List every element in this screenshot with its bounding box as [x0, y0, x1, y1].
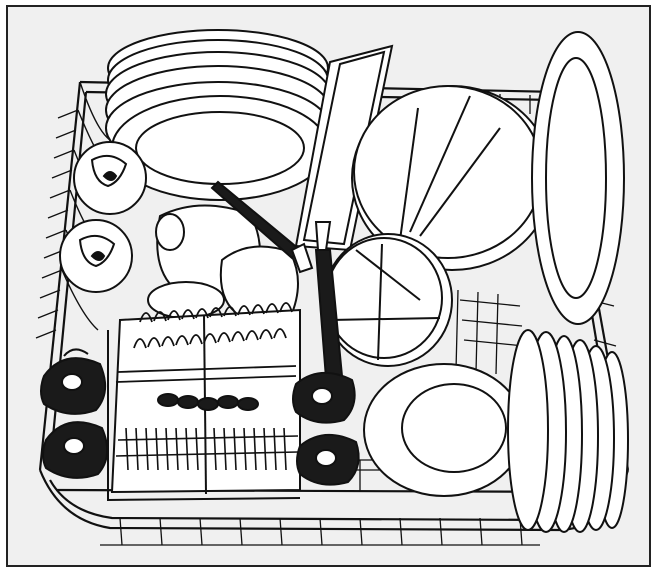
dark-cups-left — [40, 348, 109, 479]
cutlery-loops-top — [115, 302, 297, 383]
large-plate-right — [531, 31, 625, 325]
medium-bowl — [323, 233, 453, 367]
glass-2 — [219, 245, 299, 320]
cup-left-2 — [59, 219, 133, 293]
cutlery-handles-dark — [157, 393, 259, 411]
small-plates-right — [507, 329, 629, 533]
cup-front — [363, 363, 525, 497]
cup-left-1 — [73, 141, 147, 215]
knife — [210, 180, 314, 274]
dark-cups-center — [292, 372, 360, 486]
cutlery-forks — [115, 427, 299, 471]
large-bowl — [351, 85, 553, 271]
